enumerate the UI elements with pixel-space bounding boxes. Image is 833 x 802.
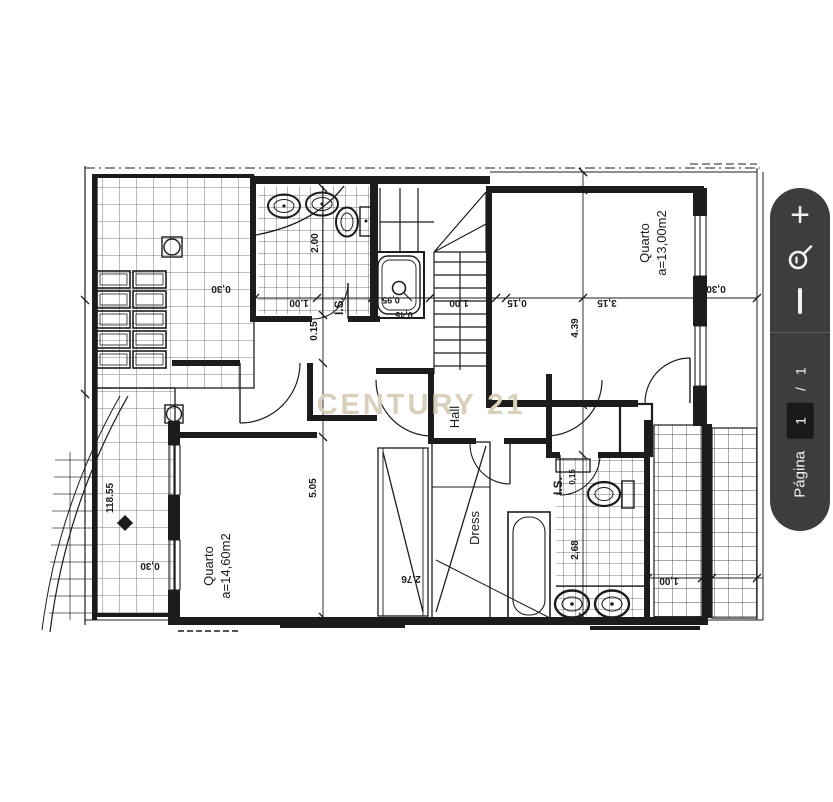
dim-3-15: 3,15	[597, 297, 617, 308]
room-label-dress: Dress	[467, 511, 482, 545]
magnifier-icon	[788, 245, 813, 270]
staircase	[379, 188, 487, 374]
dim-0-45-shower: 0,45	[395, 310, 413, 320]
wardrobes	[377, 441, 551, 619]
dim-2-76: 2,76	[401, 573, 421, 584]
room-label-quarto13-line2: a=13,00m2	[654, 210, 669, 275]
sink-icon	[267, 193, 301, 219]
dim-0-30-top-left: 0,30	[211, 283, 231, 294]
toilet-icon	[335, 206, 374, 238]
window-right-2	[694, 325, 707, 387]
door-arc	[311, 282, 349, 320]
door-arc	[559, 454, 601, 496]
minus-icon	[798, 288, 802, 314]
dim-5-05: 5.05	[308, 478, 319, 498]
toolbar-divider	[770, 332, 830, 333]
watermark-century21: CENTURY 21	[317, 389, 526, 421]
dim-2-68: 2,68	[570, 540, 581, 560]
room-label-hall: Hall	[447, 406, 462, 429]
room-label-quarto14-line2: a=14,60m2	[218, 533, 233, 598]
level-118-55: 118.55	[105, 483, 116, 513]
dim-1-00-c: 1,00	[659, 575, 679, 586]
page-indicator: Página 1 / 1	[770, 333, 830, 531]
plus-icon: +	[790, 196, 810, 234]
dim-0-30-bottom-left: 0,30	[140, 560, 160, 571]
zoom-out-button[interactable]	[780, 284, 820, 318]
magnifier-button[interactable]	[780, 241, 820, 275]
bathroom-bottom	[507, 454, 648, 621]
window-right-1	[694, 214, 707, 277]
walls	[168, 176, 712, 630]
room-label-quarto14-line1: Quarto	[201, 546, 216, 586]
dim-1-00-a: 1.00	[289, 297, 309, 308]
zoom-in-button[interactable]: +	[780, 198, 820, 232]
window-left-1	[168, 444, 181, 496]
dim-0-15-vert: 0.15	[309, 321, 320, 341]
room-label-quarto13-line1: Quarto	[637, 223, 652, 263]
page-separator: /	[792, 386, 808, 391]
window-left-2	[168, 539, 181, 591]
hall-doors	[375, 379, 603, 485]
bathroom-top	[255, 185, 374, 320]
dimension-lines	[80, 167, 763, 626]
dim-1-00-b: 1.00	[449, 297, 469, 308]
page-total: 1	[792, 366, 808, 375]
page-number-input[interactable]: 1	[786, 402, 814, 439]
bathtub-icon	[507, 511, 551, 621]
dim-2-00: 2.00	[310, 233, 321, 253]
room-label-is-bottom: I.S.	[551, 477, 565, 495]
curved-site-edge	[41, 395, 129, 633]
pergola-grid	[96, 270, 167, 369]
dim-0-95-shower: 0,95	[382, 295, 400, 305]
room-doors	[239, 357, 691, 458]
terrace-right	[653, 424, 758, 619]
zoom-controls: +	[780, 188, 820, 332]
terrace-top-left	[92, 174, 255, 620]
dim-0-15-wc: 0,15	[568, 469, 577, 485]
sink-icon	[593, 589, 631, 619]
room-label-is-top: I.S.	[332, 297, 346, 315]
toilet-icon	[586, 480, 635, 509]
dim-4-39: 4.39	[570, 318, 581, 338]
viewer-toolbar: + Página 1 / 1	[770, 188, 830, 531]
dim-0-30-top-right: 0,30	[706, 283, 726, 294]
level-marker-icon	[117, 515, 133, 531]
sink-icon	[553, 589, 591, 619]
dim-0-15-horiz: 0,15	[507, 297, 527, 308]
shower-icon	[373, 251, 425, 319]
windows	[168, 214, 707, 591]
page-label: Página	[791, 450, 809, 498]
